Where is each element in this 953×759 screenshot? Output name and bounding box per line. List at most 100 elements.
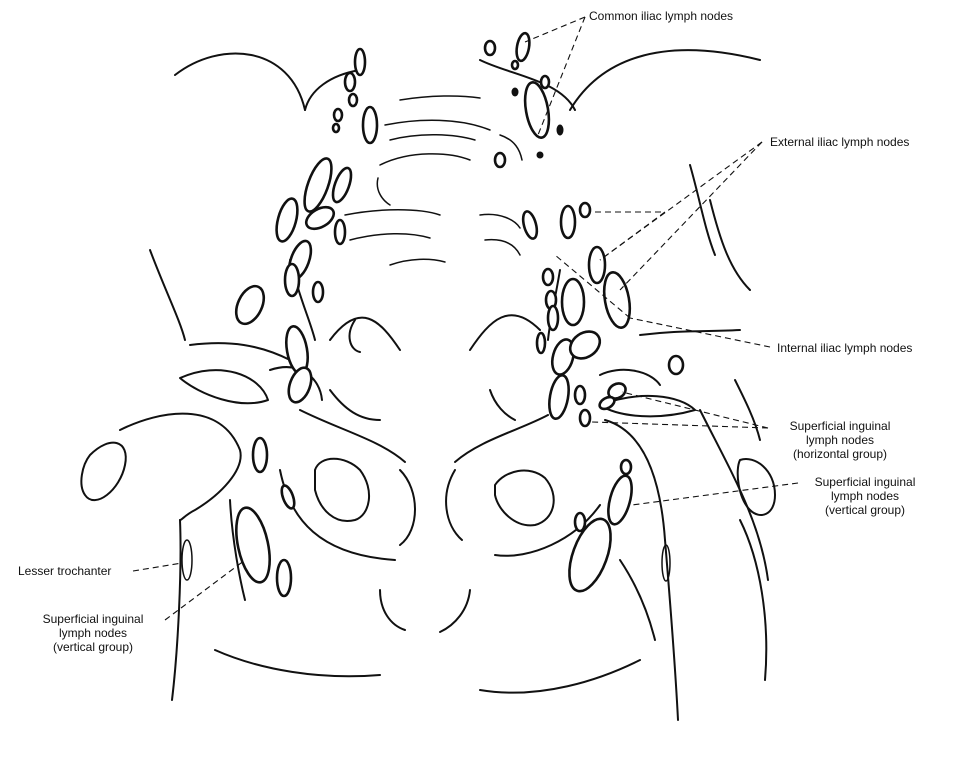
leader-lesser-trochanter (133, 563, 182, 571)
right-greater-trochanter (738, 459, 775, 515)
left-femur-shaft (120, 414, 241, 520)
lymph-node (273, 196, 302, 243)
vertebral-line-3 (380, 154, 470, 165)
lymph-node (335, 220, 345, 244)
lymph-node (575, 513, 585, 531)
label-line: lymph nodes (770, 433, 910, 447)
left-inferior-ramus (300, 410, 405, 462)
lymph-node (561, 206, 575, 238)
lymph-node (345, 73, 355, 91)
lymph-node (485, 41, 495, 55)
lymph-node (299, 155, 337, 214)
vertebral-line-2 (385, 120, 490, 130)
lymph-node (277, 560, 291, 596)
perineum-right (440, 590, 470, 632)
lymph-node (580, 410, 590, 426)
label-external-iliac: External iliac lymph nodes (770, 135, 909, 149)
left-pelvic-brim (190, 343, 290, 360)
left-ischium (280, 470, 395, 560)
right-femur-lateral-2 (740, 520, 766, 680)
lymph-node (598, 395, 617, 412)
label-sup-inguinal-vertical-left: Superficial inguinal lymph nodes (vertic… (18, 612, 168, 654)
lymph-node (557, 125, 563, 135)
lymph-node (313, 282, 323, 302)
label-line: (horizontal group) (770, 447, 910, 461)
sacrum-line-2 (350, 234, 430, 240)
left-ilium-edge (150, 250, 185, 340)
lesser-trochanter-shape (182, 540, 192, 580)
label-line: Superficial inguinal (770, 419, 910, 433)
leader-internal-iliac-1 (630, 318, 770, 347)
right-femur-outer (665, 540, 678, 720)
left-iliac-crest (175, 53, 305, 110)
pelvis-outline (81, 50, 775, 720)
lymph-node (512, 88, 518, 96)
lymph-node (521, 210, 540, 240)
lymph-node (279, 484, 297, 510)
vertebral-line-4 (390, 135, 475, 140)
label-line: (vertical group) (18, 640, 168, 654)
lymph-node (537, 333, 545, 353)
lymph-node (537, 152, 543, 158)
lymph-node (546, 374, 571, 420)
right-inferior-ramus (455, 415, 548, 462)
label-line: Superficial inguinal (18, 612, 168, 626)
lymph-node (253, 438, 267, 472)
right-femoral-neck (600, 370, 660, 385)
lymph-node (669, 356, 683, 374)
pubic-symphysis-left (400, 470, 415, 545)
lymph-node (575, 386, 585, 404)
lymph-node (363, 107, 377, 143)
lymph-node (589, 247, 605, 283)
lymph-nodes (182, 32, 683, 596)
lateral-thigh-right (735, 380, 760, 440)
lymph-node (334, 109, 342, 121)
left-acetabulum (180, 370, 268, 403)
lymph-node (355, 49, 365, 75)
label-common-iliac: Common iliac lymph nodes (589, 9, 733, 23)
sacral-foramen-left (350, 320, 360, 352)
leader-sup-inguinal-horizontal-1 (622, 392, 768, 428)
sacrum-line-1 (345, 210, 440, 215)
sacral-foramen-right (490, 390, 515, 420)
right-obturator-foramen (495, 471, 554, 526)
lymph-node (600, 270, 633, 329)
left-femur-outer (172, 520, 181, 700)
label-line: Superficial inguinal (800, 475, 930, 489)
label-internal-iliac: Internal iliac lymph nodes (777, 341, 912, 355)
label-line: (vertical group) (800, 503, 930, 517)
lymph-node (512, 61, 518, 69)
lymph-node (548, 306, 558, 330)
lymph-node (543, 269, 553, 285)
pelvic-inlet-left (330, 318, 400, 350)
pelvic-inlet-right (470, 315, 540, 350)
lymph-node (541, 76, 549, 88)
sacrum-line-5 (390, 259, 445, 265)
right-lower-edge (620, 560, 655, 640)
lymph-node (284, 365, 315, 406)
lymph-node (285, 264, 299, 296)
label-lesser-trochanter: Lesser trochanter (18, 564, 111, 578)
label-sup-inguinal-vertical-right: Superficial inguinal lymph nodes (vertic… (800, 475, 930, 517)
left-obturator-foramen (315, 459, 369, 521)
lymph-node (604, 473, 636, 526)
right-ilium-edge (710, 200, 750, 290)
lymph-node (580, 203, 590, 217)
label-line: lymph nodes (18, 626, 168, 640)
gluteal-fold-right (480, 660, 640, 693)
lymph-node (515, 32, 532, 62)
lymph-node (329, 166, 354, 205)
lymph-node (561, 513, 619, 596)
lymph-node (562, 279, 584, 325)
right-iliac-crest (570, 50, 760, 110)
vertebral-line-1 (400, 96, 480, 100)
label-line: lymph nodes (800, 489, 930, 503)
sacrum-line-3 (480, 214, 520, 228)
leader-sup-inguinal-vertical-left (165, 560, 245, 620)
lymph-node (231, 282, 270, 328)
perineum-left (380, 590, 405, 630)
lymph-node (333, 124, 339, 132)
lymph-node (621, 460, 631, 474)
label-sup-inguinal-horizontal: Superficial inguinal lymph nodes (horizo… (770, 419, 910, 461)
pubic-symphysis-right (446, 470, 462, 540)
